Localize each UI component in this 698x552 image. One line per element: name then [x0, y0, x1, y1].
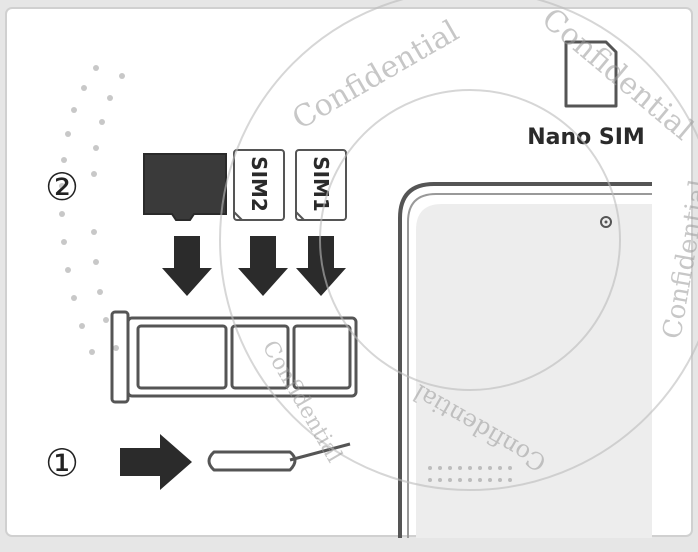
phone-screen	[416, 204, 652, 538]
sim2-card-icon	[233, 149, 285, 221]
sim1-label: SIM1	[309, 156, 333, 212]
down-arrow-microsd	[162, 236, 212, 296]
nano-sim-icon	[564, 40, 618, 108]
confidential-watermark	[219, 0, 698, 491]
down-arrow-sim2	[238, 236, 288, 296]
sim-tray	[110, 310, 358, 404]
step-1-marker: ①	[45, 441, 79, 485]
right-arrow-eject	[120, 434, 192, 490]
microsd-card-icon	[143, 153, 227, 221]
sim2-label: SIM2	[247, 156, 271, 212]
dotted-arc-decoration	[59, 65, 125, 355]
camera-icon	[600, 216, 612, 228]
step-2-marker: ②	[45, 165, 79, 209]
ejection-pin-icon	[207, 442, 351, 472]
speaker-grille	[428, 466, 512, 482]
down-arrow-sim1	[296, 236, 346, 296]
phone-outline	[398, 182, 652, 538]
